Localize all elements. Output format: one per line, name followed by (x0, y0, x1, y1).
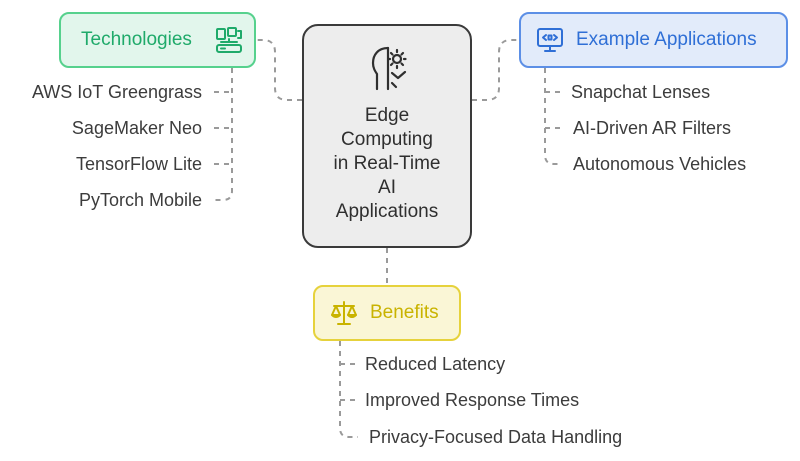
benefit-item: Improved Response Times (365, 390, 580, 410)
example-application-item: AI-Driven AR Filters (573, 118, 732, 138)
technologies-label: Technologies (81, 29, 192, 50)
technology-item: PyTorch Mobile (78, 190, 202, 210)
example-applications-label: Example Applications (576, 29, 757, 50)
technology-item: AWS IoT Greengrass (31, 82, 202, 102)
central-topic: Edge Computing in Real-Time AI Applicati… (302, 24, 472, 248)
technologies-category: Technologies (59, 12, 256, 68)
benefit-item: Reduced Latency (365, 354, 506, 374)
benefit-item: Privacy-Focused Data Handling (369, 427, 623, 447)
monitor-code-icon (537, 28, 563, 52)
technology-item: TensorFlow Lite (75, 154, 202, 174)
example-application-item: Autonomous Vehicles (573, 154, 747, 174)
example-application-item: Snapchat Lenses (571, 82, 711, 102)
technology-item: SageMaker Neo (71, 118, 202, 138)
benefits-category: Benefits (313, 285, 461, 341)
head-gear-icon (371, 46, 407, 91)
benefits-label: Benefits (370, 302, 439, 323)
central-title: Edge Computing in Real-Time AI Applicati… (333, 105, 441, 222)
devices-network-icon (216, 27, 242, 53)
balance-scale-icon (331, 301, 357, 325)
example-applications-category: Example Applications (519, 12, 788, 68)
